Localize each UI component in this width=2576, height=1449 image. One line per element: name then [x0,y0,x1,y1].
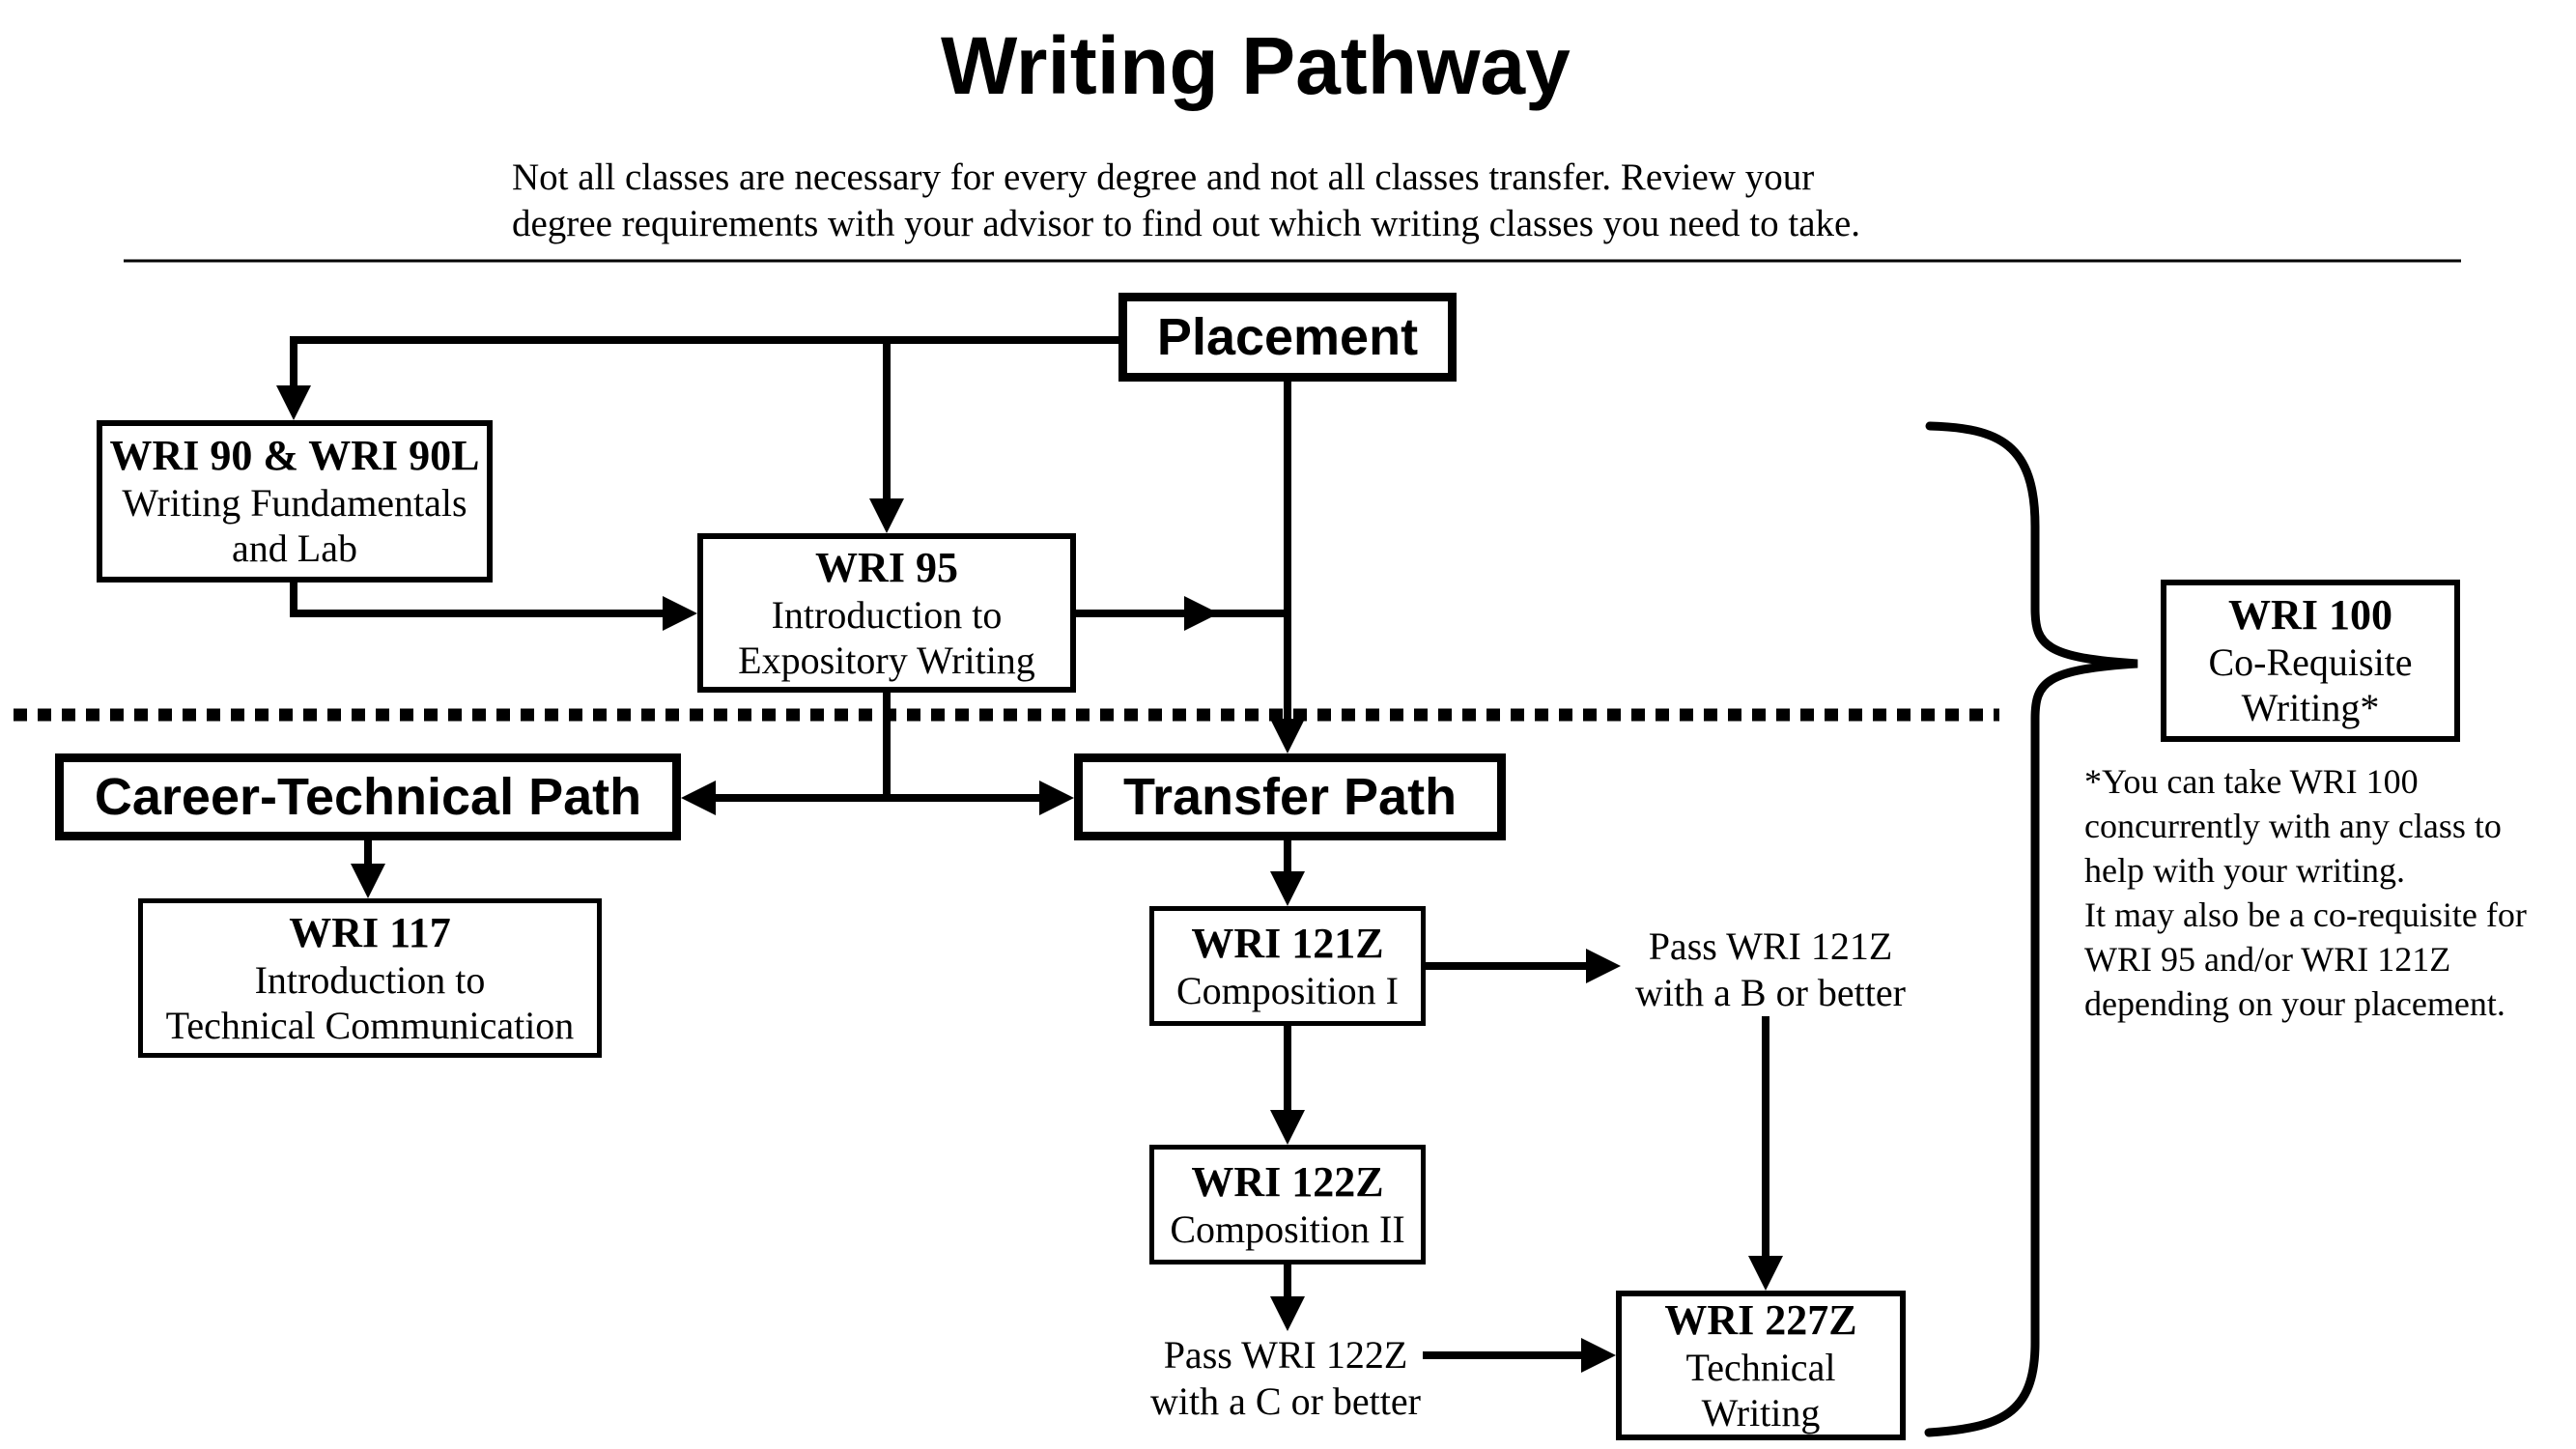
footnote-line-1: *You can take WRI 100 [2084,762,2419,801]
node-transfer-path: Transfer Path [1074,753,1506,840]
pass121-line1: Pass WRI 121Z [1648,924,1893,968]
wri117-desc-line2: Technical Communication [165,1003,575,1047]
wri100-desc-line1: Co-Requisite [2208,640,2413,684]
wri121z-code: WRI 121Z [1191,919,1384,967]
node-wri121z: WRI 121Z Composition I [1149,906,1426,1026]
node-wri100: WRI 100 Co-Requisite Writing* [2161,580,2460,742]
node-wri117: WRI 117 Introduction to Technical Commun… [138,898,602,1058]
wri100-desc-line2: Writing* [2241,686,2380,729]
wri90-code: WRI 90 & WRI 90L [109,432,480,479]
arrow-placement-to-wri95 [869,340,904,533]
footnote-line-6: depending on your placement. [2084,984,2505,1023]
wri121z-desc-line1: Composition I [1175,968,1400,1012]
footnote-line-4: It may also be a co-requisite for [2084,895,2527,934]
node-career-label: Career-Technical Path [94,768,642,826]
footnote-line-2: concurrently with any class to [2084,807,2502,845]
node-wri122z: WRI 122Z Composition II [1149,1145,1426,1264]
node-wri227z: WRI 227Z Technical Writing [1616,1291,1906,1440]
pass122-line1: Pass WRI 122Z [1163,1333,1408,1377]
arrow-pass122-to-wri227z [1423,1338,1616,1373]
arrow-transfer-to-wri121z [1270,840,1305,906]
brace-to-wri100 [1924,421,2138,1437]
page-subtitle: Not all classes are necessary for every … [512,155,1860,247]
arrow-wri121z-to-wri122z [1270,1026,1305,1145]
wri95-code: WRI 95 [815,543,958,591]
footnote-line-5: WRI 95 and/or WRI 121Z [2084,940,2451,979]
arrow-placement-to-wri90 [276,336,1118,420]
wri117-desc-line1: Introduction to [254,957,486,1002]
annotation-pass-wri122z: Pass WRI 122Z with a C or better [1126,1332,1445,1425]
subtitle-line-1: Not all classes are necessary for every … [512,156,1815,198]
arrow-wri95-to-both-paths [681,693,1074,815]
arrow-pass121-to-wri227z [1748,1016,1783,1291]
wri100-code: WRI 100 [2228,591,2392,639]
node-career-technical-path: Career-Technical Path [55,753,681,840]
wri90-desc-line2: and Lab [232,526,357,570]
subtitle-line-2: degree requirements with your advisor to… [512,203,1861,244]
wri100-footnote: *You can take WRI 100 concurrently with … [2084,759,2576,1026]
footnote-line-3: help with your writing. [2084,851,2405,890]
wri95-desc-line2: Expository Writing [738,638,1035,682]
wri227z-desc-line2: Writing [1701,1390,1821,1435]
pass121-line2: with a B or better [1635,971,1906,1014]
wri117-code: WRI 117 [289,908,451,956]
arrow-placement-to-transfer-path [1270,382,1305,753]
annotation-pass-wri121z: Pass WRI 121Z with a B or better [1611,923,1930,1016]
arrow-wri121z-to-pass-note [1426,949,1621,983]
wri95-desc-line1: Introduction to [771,592,1003,637]
arrow-wri122z-to-pass-note [1270,1264,1305,1331]
wri227z-desc-line1: Technical [1685,1345,1836,1389]
wri122z-desc-line1: Composition II [1170,1207,1405,1251]
wri227z-code: WRI 227Z [1664,1295,1857,1344]
arrow-wri90-to-wri95 [290,582,697,631]
page-title: Writing Pathway [941,20,1571,111]
wri122z-code: WRI 122Z [1191,1157,1384,1206]
pass122-line2: with a C or better [1150,1379,1421,1423]
wri90-desc-line1: Writing Fundamentals [122,481,467,525]
node-wri90: WRI 90 & WRI 90L Writing Fundamentals an… [97,420,493,582]
node-wri95: WRI 95 Introduction to Expository Writin… [697,533,1076,693]
node-placement: Placement [1118,293,1457,382]
node-transfer-label: Transfer Path [1122,768,1458,826]
arrow-wri95-to-transfer-line [1076,596,1288,631]
node-placement-label: Placement [1156,308,1419,366]
arrow-career-to-wri117 [351,840,385,898]
